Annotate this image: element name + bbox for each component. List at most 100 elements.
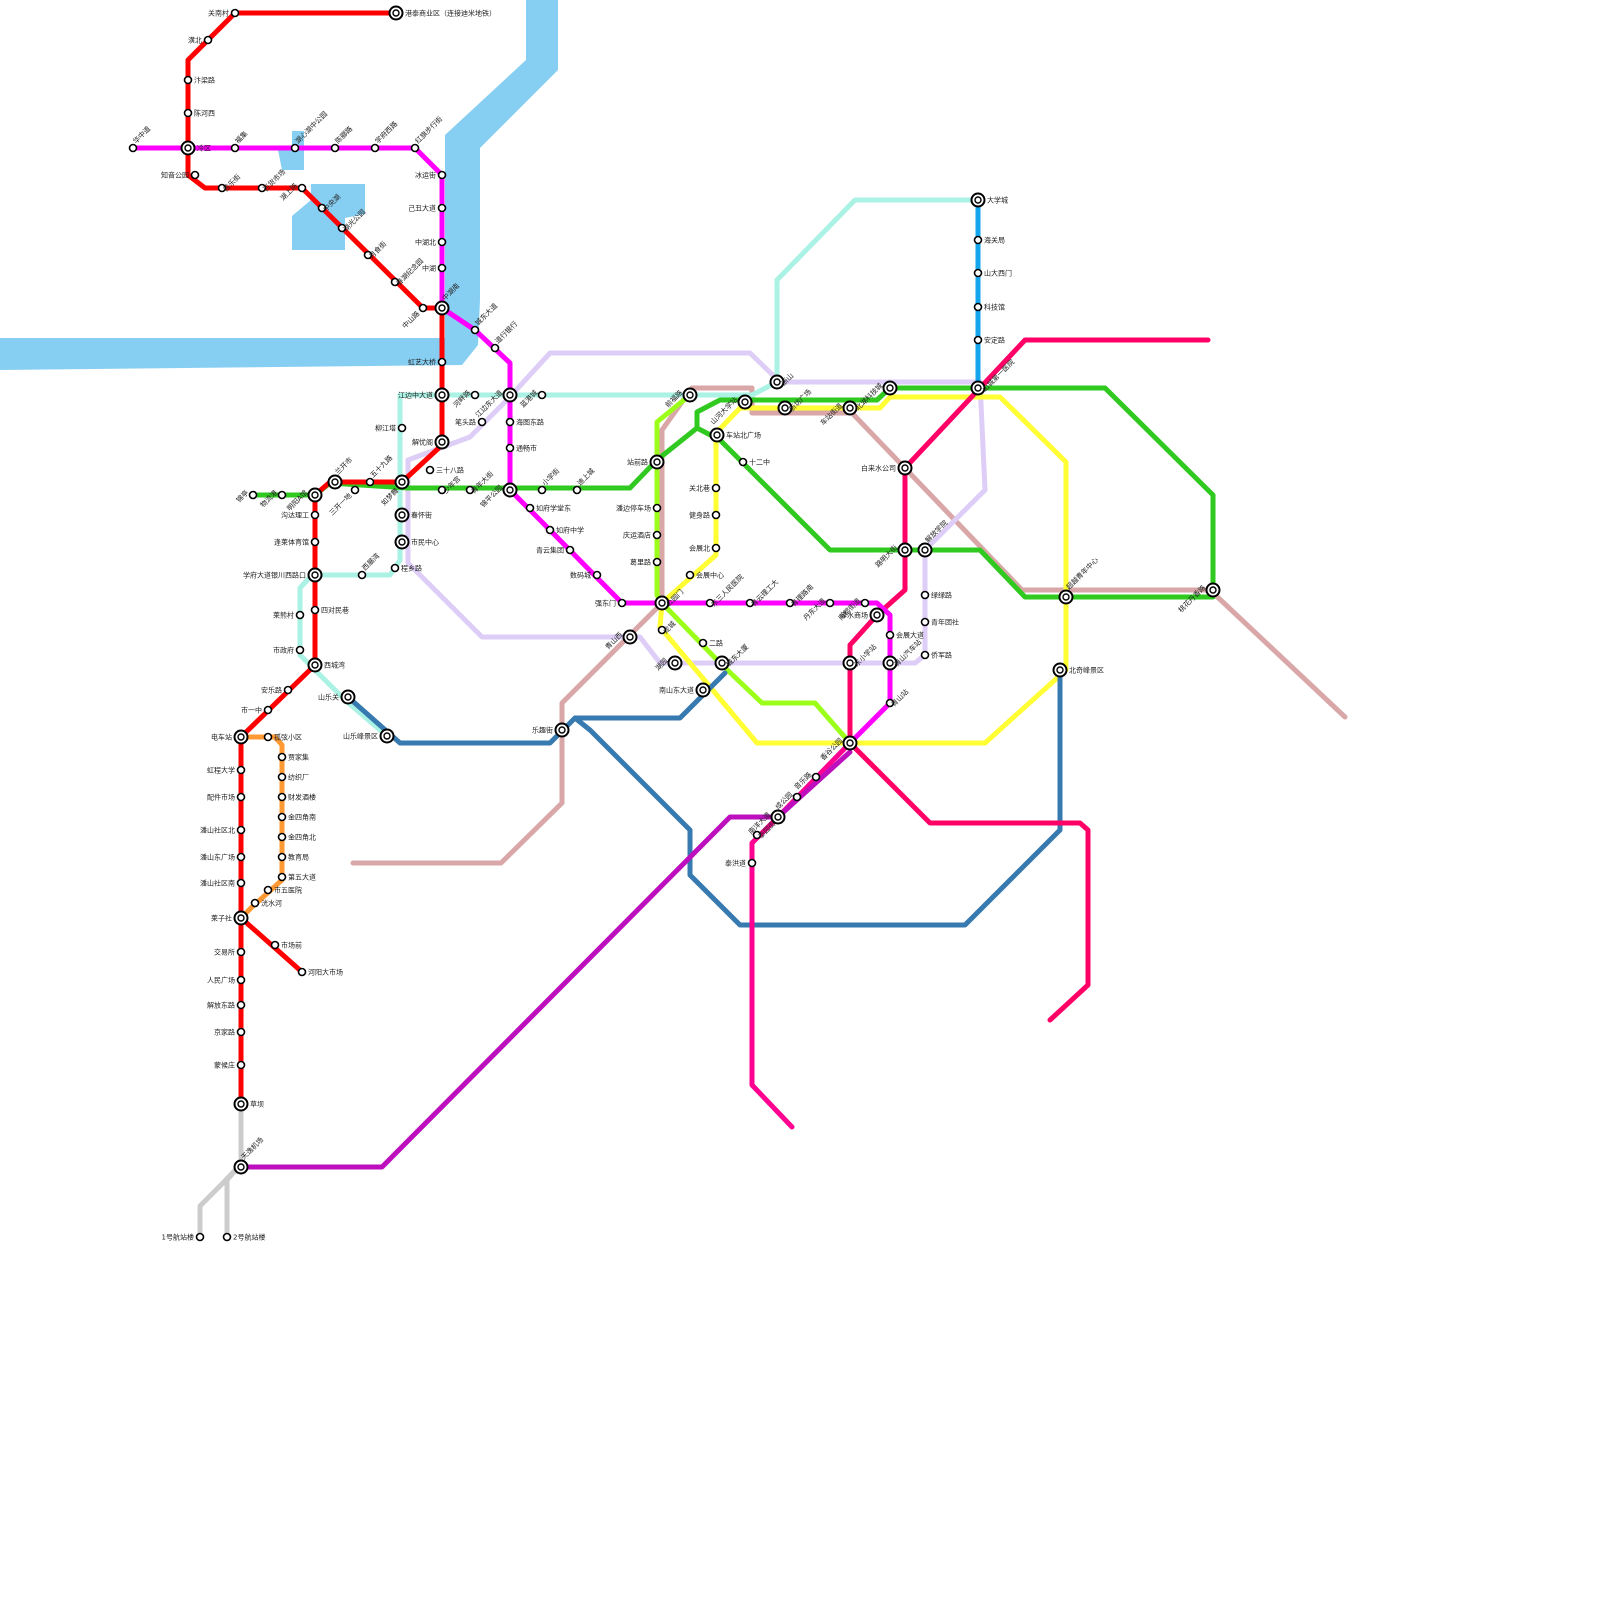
station-s054[interactable]: 市民中心: [396, 536, 440, 549]
station-marker[interactable]: [279, 774, 286, 781]
station-s104[interactable]: 十二中: [740, 458, 771, 467]
station-marker[interactable]: [372, 145, 379, 152]
station-s055[interactable]: 逢莱体育馆: [274, 538, 319, 547]
station-marker[interactable]: [238, 1002, 245, 1009]
station-s114[interactable]: 关北巷: [689, 484, 720, 493]
station-s093[interactable]: 京家路: [214, 1028, 245, 1037]
station-s025[interactable]: 春湖纪念园: [392, 256, 426, 287]
station-s076[interactable]: 配件市场: [207, 793, 245, 802]
station-marker[interactable]: [887, 632, 894, 639]
station-marker[interactable]: [279, 874, 286, 881]
station-s091[interactable]: 人民广场: [207, 976, 245, 985]
station-marker[interactable]: [238, 1062, 245, 1069]
station-s005[interactable]: 陈河西: [185, 109, 216, 118]
station-s058[interactable]: 青云集团: [536, 546, 574, 555]
station-s016[interactable]: 湖上路: [278, 181, 305, 202]
station-marker[interactable]: [238, 794, 245, 801]
station-s117[interactable]: 庆运酒店: [623, 531, 661, 540]
station-s094[interactable]: 蒙候庄: [214, 1061, 245, 1070]
station-marker[interactable]: [922, 652, 929, 659]
station-s019[interactable]: 中湖北: [415, 238, 446, 247]
station-marker[interactable]: [297, 647, 304, 654]
station-marker[interactable]: [299, 185, 306, 192]
station-marker[interactable]: [539, 392, 546, 399]
line-steel[interactable]: [348, 670, 1060, 925]
station-marker[interactable]: [547, 527, 554, 534]
station-s044[interactable]: 少年宫: [439, 474, 463, 495]
station-s069[interactable]: 市一中: [241, 706, 272, 715]
station-marker[interactable]: [507, 419, 514, 426]
station-s108[interactable]: 海关局: [975, 236, 1006, 245]
station-s038[interactable]: 通畅市: [507, 444, 538, 453]
station-s121[interactable]: 白来水公司: [861, 462, 912, 475]
station-s110[interactable]: 科技馆: [975, 303, 1006, 312]
station-s037[interactable]: 解忧阁: [412, 436, 449, 449]
station-marker[interactable]: [185, 77, 192, 84]
station-marker[interactable]: [567, 547, 574, 554]
station-s020[interactable]: 中湖: [422, 264, 446, 273]
station-marker[interactable]: [975, 304, 982, 311]
station-s002[interactable]: 港泰商业区（连接迪米地铁）: [390, 7, 497, 20]
station-s089[interactable]: 河阳大市场: [299, 968, 344, 977]
station-s083[interactable]: 潘山社区南: [200, 879, 245, 888]
station-s070[interactable]: 山乐峰景区: [343, 730, 394, 743]
station-s086[interactable]: 洸水河: [252, 899, 283, 908]
station-s062[interactable]: 数码城: [570, 571, 601, 580]
station-s082[interactable]: 教育局: [279, 853, 310, 862]
station-s013[interactable]: 知音公园: [161, 171, 199, 180]
station-marker[interactable]: [299, 969, 306, 976]
station-s063[interactable]: 莱熊村: [273, 611, 304, 620]
station-marker[interactable]: [279, 754, 286, 761]
station-marker[interactable]: [700, 640, 707, 647]
station-marker[interactable]: [312, 539, 319, 546]
station-s145[interactable]: 乐趣街: [532, 724, 569, 737]
station-s026[interactable]: 中山路: [400, 305, 426, 331]
station-marker[interactable]: [654, 532, 661, 539]
station-marker[interactable]: [439, 172, 446, 179]
station-s098[interactable]: 2号航站楼: [224, 1233, 266, 1242]
station-marker[interactable]: [265, 887, 272, 894]
station-marker[interactable]: [265, 734, 272, 741]
station-s033[interactable]: 蓝港城: [518, 388, 545, 409]
station-s124[interactable]: 绿绿路: [922, 591, 953, 600]
station-marker[interactable]: [279, 834, 286, 841]
station-s048[interactable]: 三开一地: [327, 487, 358, 518]
station-marker[interactable]: [232, 145, 239, 152]
station-s092[interactable]: 解放东路: [207, 1001, 245, 1010]
station-s081[interactable]: 潘山东广场: [200, 853, 245, 862]
station-marker[interactable]: [312, 512, 319, 519]
station-marker[interactable]: [507, 445, 514, 452]
station-marker[interactable]: [352, 487, 359, 494]
station-s118[interactable]: 会展北: [689, 544, 720, 553]
station-marker[interactable]: [472, 392, 479, 399]
station-s077[interactable]: 财发酒楼: [279, 793, 317, 802]
station-s071[interactable]: 电车站: [211, 731, 248, 744]
station-marker[interactable]: [252, 900, 259, 907]
station-marker[interactable]: [238, 827, 245, 834]
station-s080[interactable]: 潘山社区北: [200, 826, 245, 835]
station-marker[interactable]: [749, 860, 756, 867]
station-marker[interactable]: [279, 854, 286, 861]
station-marker[interactable]: [713, 512, 720, 519]
station-marker[interactable]: [472, 327, 479, 334]
station-s012[interactable]: 红旗步行街: [412, 114, 445, 151]
station-s074[interactable]: 纺织厂: [279, 773, 310, 782]
station-marker[interactable]: [205, 37, 212, 44]
station-s095[interactable]: 草坝: [235, 1098, 265, 1111]
station-marker[interactable]: [713, 485, 720, 492]
station-s030[interactable]: 江边中大道: [398, 389, 449, 402]
station-marker[interactable]: [392, 565, 399, 572]
station-marker[interactable]: [813, 774, 820, 781]
station-s126[interactable]: 侨军路: [922, 651, 953, 660]
station-s057[interactable]: 如府中学: [547, 526, 585, 535]
station-marker[interactable]: [265, 707, 272, 714]
station-s073[interactable]: 贾家集: [279, 753, 310, 762]
station-marker[interactable]: [238, 854, 245, 861]
station-s065[interactable]: 市政府: [273, 646, 304, 655]
line-purple[interactable]: [241, 752, 850, 1167]
station-s120[interactable]: 会展中心: [687, 571, 725, 580]
station-marker[interactable]: [439, 205, 446, 212]
station-marker[interactable]: [238, 880, 245, 887]
station-s116[interactable]: 健身路: [689, 511, 720, 520]
station-marker[interactable]: [539, 487, 546, 494]
